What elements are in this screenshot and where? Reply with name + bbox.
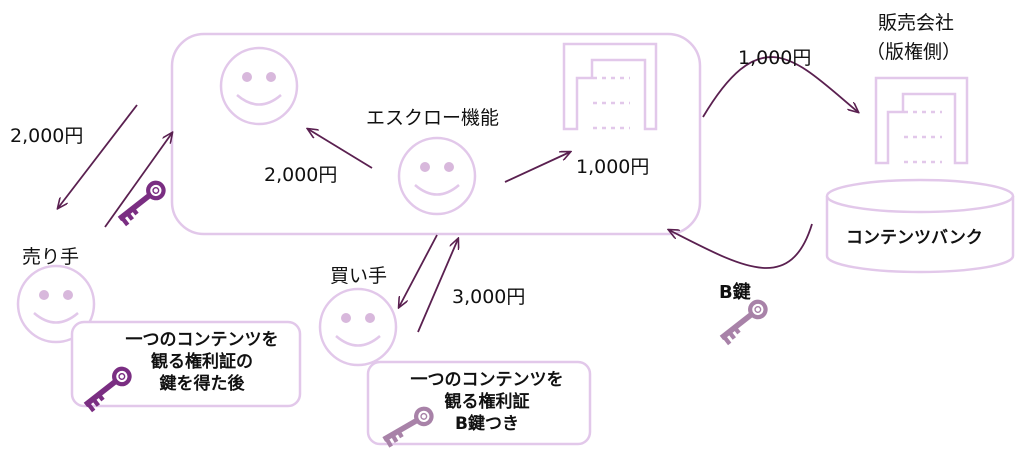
publisher-store-building-icon	[562, 42, 658, 131]
b-key-icon	[717, 299, 770, 346]
amount-buyer-payment: 3,000円	[452, 286, 526, 308]
escrow-top-smiley	[219, 46, 299, 126]
buyer-note-line-3: B鍵つき	[455, 414, 519, 435]
b-key-label: B鍵	[719, 282, 751, 303]
buyer-note-line-1: 一つのコンテンツを	[410, 370, 564, 390]
seller-note-line-2: 観る権利証の	[151, 352, 253, 373]
arrow-escrow-to-buyer	[399, 234, 438, 307]
arrow-escrow-to-sales-company	[702, 56, 858, 118]
escrow-center-smiley	[397, 136, 477, 216]
amount-to-sales-company: 1,000円	[738, 47, 812, 69]
sales-company-building-icon	[874, 76, 969, 165]
seller-note-text: 一つのコンテンツを 観る権利証の 鍵を得た後	[112, 329, 292, 395]
arrow-content-bank-to-escrow	[669, 223, 813, 269]
sales-company-label: 販売会社	[878, 12, 955, 34]
buyer-label: 買い手	[330, 265, 388, 287]
content-bank-label: コンテンツバンク	[846, 228, 983, 248]
sales-company-sublabel: （版権側）	[866, 41, 962, 63]
arrow-escrow-center-to-store	[504, 152, 570, 183]
amount-escrow-to-store: 1,000円	[576, 156, 650, 178]
buyer-note-line-2: 観る権利証	[444, 392, 530, 413]
seller-note-line-1: 一つのコンテンツを	[125, 330, 279, 350]
arrow-buyer-to-escrow	[417, 239, 458, 333]
amount-seller-flow: 2,000円	[10, 125, 84, 147]
buyer-note-text: 一つのコンテンツを 観る権利証 B鍵つき	[392, 369, 582, 435]
content-bank-cylinder	[825, 178, 1015, 274]
amount-escrow-to-seller: 2,000円	[264, 164, 338, 186]
arrow-escrow-center-to-top-smiley	[308, 129, 373, 169]
seller-label: 売り手	[22, 246, 80, 268]
seller-note-line-3: 鍵を得た後	[159, 374, 245, 395]
seller-note-box	[70, 320, 302, 408]
buyer-smiley	[318, 287, 398, 367]
escrow-title: エスクロー機能	[366, 107, 500, 129]
arrow-seller-to-escrow	[104, 133, 172, 228]
arrow-escrow-to-seller	[58, 104, 138, 208]
